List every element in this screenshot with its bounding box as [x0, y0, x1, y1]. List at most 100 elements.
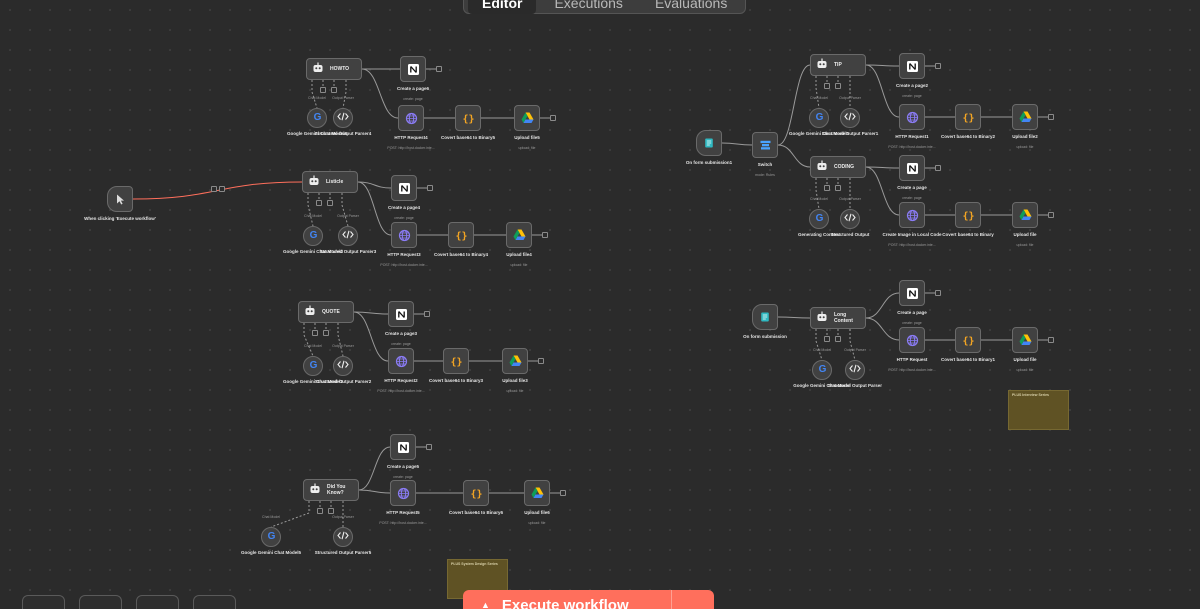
listicle-add-tool[interactable] [327, 200, 333, 206]
long-http-node[interactable] [899, 327, 925, 353]
form-trigger-1-node[interactable] [696, 130, 722, 156]
howto-upload-add[interactable] [550, 115, 556, 121]
tip-upload-node[interactable] [1012, 104, 1038, 130]
didyouknow-add-memory[interactable] [317, 508, 323, 514]
tab-executions[interactable]: Executions [554, 0, 623, 11]
tip-add-tool[interactable] [835, 83, 841, 89]
howto-convert-node[interactable]: {} [455, 105, 481, 131]
coding-convert-node[interactable]: {} [955, 202, 981, 228]
coding-http-node[interactable] [899, 202, 925, 228]
quote-output-parser-node[interactable] [333, 356, 353, 376]
manual-trigger-node[interactable] [107, 186, 133, 212]
listicle-convert-node[interactable]: {} [448, 222, 474, 248]
didyouknow-add-tool[interactable] [328, 508, 334, 514]
zoom-to-fit-button[interactable] [22, 595, 65, 609]
listicle-upload-add[interactable] [542, 232, 548, 238]
quote-upload-add[interactable] [538, 358, 544, 364]
agent-node-coding[interactable]: CODING [810, 156, 866, 178]
tip-notion-node[interactable] [899, 53, 925, 79]
howto-output-parser-node[interactable] [333, 108, 353, 128]
howto-add-memory[interactable] [320, 87, 326, 93]
long-upload-node[interactable] [1012, 327, 1038, 353]
listicle-output-parser-node[interactable] [338, 226, 358, 246]
agent-node-howto[interactable]: HOWTO [306, 58, 362, 80]
didyouknow-http-node[interactable] [390, 480, 416, 506]
howto-notion-add[interactable] [436, 66, 442, 72]
agent-node-tip[interactable]: TIP [810, 54, 866, 76]
agent-node-quote[interactable]: QUOTE [298, 301, 354, 323]
quote-add-memory[interactable] [312, 330, 318, 336]
long-chat-model-node[interactable]: G [812, 360, 832, 380]
coding-upload-node[interactable] [1012, 202, 1038, 228]
long-add-tool[interactable] [835, 336, 841, 342]
didyouknow-chat-model-node[interactable]: G [261, 527, 281, 547]
zoom-in-button[interactable] [79, 595, 122, 609]
quote-notion-node[interactable] [388, 301, 414, 327]
coding-notion-node[interactable] [899, 155, 925, 181]
listicle-add-memory[interactable] [316, 200, 322, 206]
tip-chat-model-node[interactable]: G [809, 108, 829, 128]
didyouknow-notion-node[interactable] [390, 434, 416, 460]
long-notion-node[interactable] [899, 280, 925, 306]
listicle-notion-node[interactable] [391, 175, 417, 201]
long-output-parser-node[interactable] [845, 360, 865, 380]
quote-upload-node[interactable] [502, 348, 528, 374]
listicle-upload-node[interactable] [506, 222, 532, 248]
switch-node[interactable] [752, 132, 778, 158]
listicle-http-node[interactable] [391, 222, 417, 248]
howto-http-node[interactable] [398, 105, 424, 131]
form-trigger-1-label: On form submission1 [685, 160, 733, 165]
agent-node-long[interactable]: Long Content [810, 307, 866, 329]
tip-output-parser-caption: Output Parser [839, 96, 861, 100]
execute-workflow-button[interactable]: ▲ Execute workflow [463, 590, 714, 609]
long-add-memory[interactable] [824, 336, 830, 342]
zoom-out-button[interactable] [136, 595, 179, 609]
coding-chat-model-node[interactable]: G [809, 209, 829, 229]
agent-node-didyouknow[interactable]: Did You Know? [303, 479, 359, 501]
listicle-chat-model-node[interactable]: G [303, 226, 323, 246]
form-trigger-2-node[interactable] [752, 304, 778, 330]
agent-node-listicle[interactable]: Listicle [302, 171, 358, 193]
tab-evaluations[interactable]: Evaluations [654, 0, 728, 11]
tip-notion-caption: create: page [902, 94, 922, 98]
coding-add-tool[interactable] [835, 185, 841, 191]
manual-trigger-edge-add[interactable] [211, 186, 217, 192]
quote-add-tool[interactable] [323, 330, 329, 336]
tip-convert-label: Covert base64 to Binary2 [940, 134, 996, 139]
didyouknow-upload-add[interactable] [560, 490, 566, 496]
tip-notion-add[interactable] [935, 63, 941, 69]
long-notion-add[interactable] [935, 290, 941, 296]
sticky-note-interview[interactable]: PLUS Interview Series [1008, 390, 1069, 430]
howto-upload-node[interactable] [514, 105, 540, 131]
coding-output-parser-node[interactable] [840, 209, 860, 229]
tip-http-node[interactable] [899, 104, 925, 130]
didyouknow-convert-node[interactable]: {} [463, 480, 489, 506]
drive-icon [1019, 209, 1032, 221]
howto-chat-model-node[interactable]: G [307, 108, 327, 128]
manual-trigger-edge-delete[interactable] [219, 186, 225, 192]
coding-upload-add[interactable] [1048, 212, 1054, 218]
howto-notion-node[interactable] [400, 56, 426, 82]
tip-upload-add[interactable] [1048, 114, 1054, 120]
tip-convert-node[interactable]: {} [955, 104, 981, 130]
quote-convert-node[interactable]: {} [443, 348, 469, 374]
tip-add-memory[interactable] [824, 83, 830, 89]
quote-http-node[interactable] [388, 348, 414, 374]
didyouknow-notion-add[interactable] [426, 444, 432, 450]
listicle-notion-add[interactable] [427, 185, 433, 191]
form-icon [759, 311, 771, 323]
long-upload-add[interactable] [1048, 337, 1054, 343]
didyouknow-upload-node[interactable] [524, 480, 550, 506]
coding-notion-add[interactable] [935, 165, 941, 171]
didyouknow-output-parser-node[interactable] [333, 527, 353, 547]
more-controls-button[interactable] [193, 595, 236, 609]
quote-chat-model-node[interactable]: G [303, 356, 323, 376]
quote-notion-add[interactable] [424, 311, 430, 317]
tip-output-parser-node[interactable] [840, 108, 860, 128]
coding-add-memory[interactable] [824, 185, 830, 191]
howto-add-tool[interactable] [331, 87, 337, 93]
long-convert-node[interactable]: {} [955, 327, 981, 353]
tab-editor[interactable]: Editor [468, 0, 537, 14]
